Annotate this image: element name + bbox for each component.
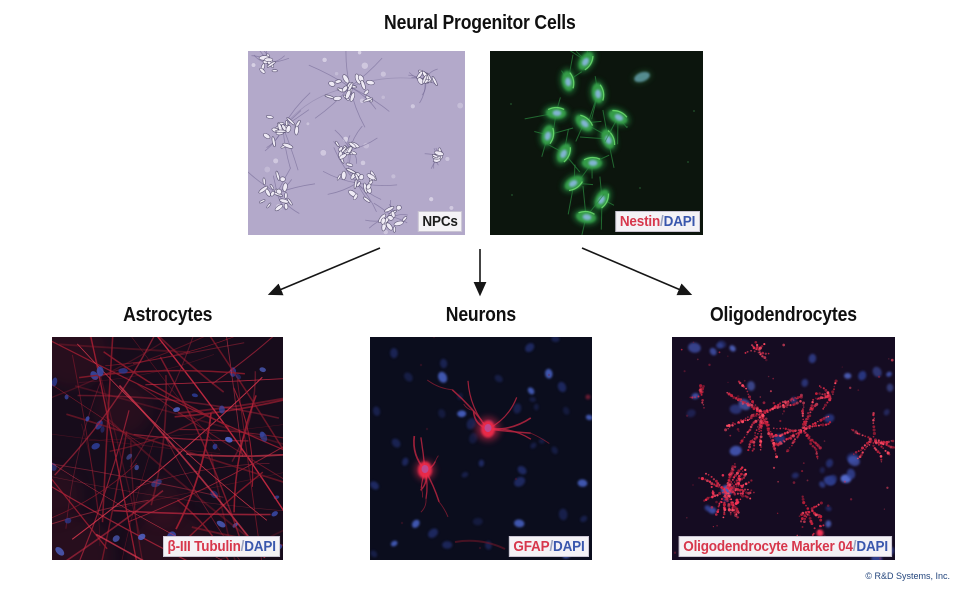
arrow-to-astrocytes [267,247,381,296]
marker-text: β-III Tubulin [167,538,241,555]
heading-oligodendrocytes-text: Oligodendrocytes [710,304,857,326]
oligodendrocytes-art [672,337,895,560]
separator-text: / [852,538,856,555]
npcs-badge-text: NPCs [422,213,458,230]
marker-text: GFAP [513,538,550,555]
marker-text: Oligodendrocyte Marker 04 [682,538,853,555]
astrocytes-art [52,337,283,560]
counterstain-text: DAPI [663,213,696,230]
counterstain-text: DAPI [552,538,585,555]
oligodendrocytes-image: Oligodendrocyte Marker 04/DAPI [672,337,895,560]
arrow-to-oligodendrocytes [581,247,693,296]
nestin-dapi-art [490,51,703,235]
separator-text: / [660,213,664,230]
astrocytes-image: β-III Tubulin/DAPI [52,337,283,560]
separator-text: / [549,538,553,555]
figure-title: Neural Progenitor Cells [0,12,960,35]
copyright-notice: © R&D Systems, Inc. [865,571,950,581]
nestin-dapi-label: Nestin/DAPI [615,211,700,232]
npcs-badge: NPCs [417,211,462,232]
counterstain-text: DAPI [855,538,888,555]
heading-neurons: Neurons [370,304,592,327]
astrocytes-label: β-III Tubulin/DAPI [162,536,280,557]
neurons-image: GFAP/DAPI [370,337,592,560]
heading-neurons-text: Neurons [445,304,517,326]
nestin-dapi-image: Nestin/DAPI [490,51,703,235]
neurons-art [370,337,592,560]
npc-phase-contrast-image: NPCs [248,51,465,235]
counterstain-text: DAPI [243,538,276,555]
figure-title-text: Neural Progenitor Cells [384,12,576,34]
heading-astrocytes: Astrocytes [52,304,283,327]
differentiation-arrows [267,247,693,297]
neurons-label: GFAP/DAPI [508,536,589,557]
npc-phase-contrast-art [248,51,465,235]
oligodendrocytes-label: Oligodendrocyte Marker 04/DAPI [678,536,892,557]
heading-oligodendrocytes: Oligodendrocytes [672,304,895,327]
heading-astrocytes-text: Astrocytes [122,304,213,326]
marker-text: Nestin [620,213,661,230]
separator-text: / [240,538,244,555]
